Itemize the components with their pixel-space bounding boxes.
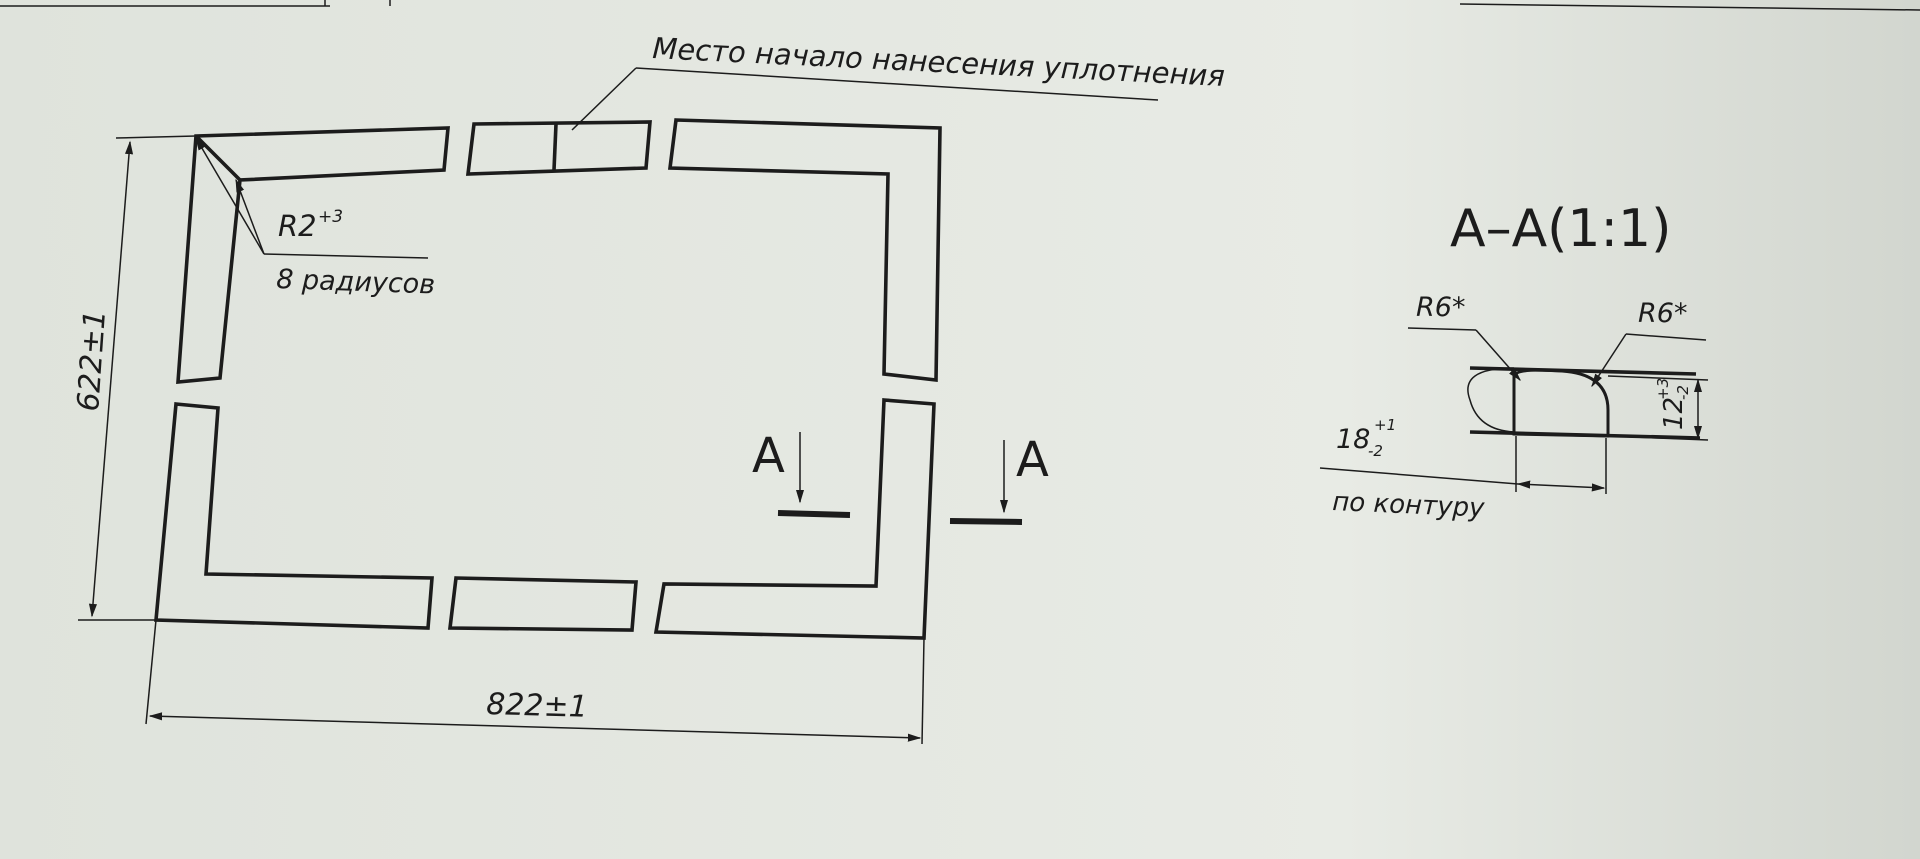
radius-callout: R2 +3 8 радиусов xyxy=(195,136,436,301)
title-block-border xyxy=(0,0,1920,11)
section-width-label: 18 xyxy=(1336,424,1370,455)
section-width-tol-up: +1 xyxy=(1374,416,1396,434)
section-width-tol-down: -2 xyxy=(1368,442,1383,460)
section-radius-right: R6* xyxy=(1638,298,1687,329)
section-letter-left: A xyxy=(752,428,785,484)
height-dim-label: 622±1 xyxy=(71,309,113,413)
section-title: A–A(1:1) xyxy=(1450,199,1671,259)
section-height-tol-up: +3 xyxy=(1654,378,1672,400)
substrate-outline xyxy=(1467,367,1515,433)
section-letter-right: A xyxy=(1016,432,1049,488)
frame-segment-top-middle xyxy=(465,120,652,176)
frame-segment-bottom-middle xyxy=(447,576,638,632)
frame-segment-bottom-right xyxy=(653,398,936,640)
section-view: A–A(1:1) R6* R6* 12 +3 -2 18 +1 -2 по ко… xyxy=(1319,199,1709,524)
height-dimension: 622±1 xyxy=(71,135,197,621)
section-height-tol-down: -2 xyxy=(1674,385,1692,400)
section-cut-right: A xyxy=(949,432,1049,525)
section-radius-left: R6* xyxy=(1416,292,1465,323)
width-dimension: 822±1 xyxy=(145,619,925,745)
radius-count-note: 8 радиусов xyxy=(276,264,436,301)
frame-segment-top-right xyxy=(667,118,942,383)
width-dim-label: 822±1 xyxy=(486,687,588,725)
section-cut-left: A xyxy=(752,428,851,518)
contour-note: по контуру xyxy=(1332,487,1486,524)
section-height-label: 12 xyxy=(1659,397,1689,430)
radius-label: R2 xyxy=(278,209,317,243)
radius-tolerance: +3 xyxy=(318,207,343,227)
